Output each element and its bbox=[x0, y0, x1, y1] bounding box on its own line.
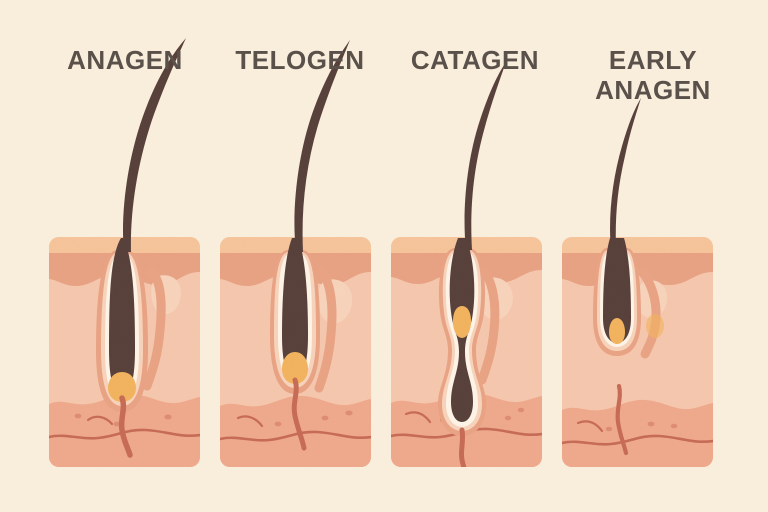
tissue-speckle bbox=[164, 414, 172, 420]
stage-label-catagen: CATAGEN bbox=[410, 45, 540, 75]
tissue-speckle bbox=[504, 415, 512, 421]
tissue-speckle bbox=[74, 413, 82, 419]
tissue-speckle bbox=[670, 423, 678, 429]
tissue-speckle bbox=[345, 410, 353, 416]
stage-label-telogen: TELOGEN bbox=[235, 45, 365, 75]
hypodermis-layer bbox=[562, 399, 713, 467]
tissue-speckle bbox=[274, 421, 282, 427]
stage-label-early-anagen: EARLY ANAGEN bbox=[595, 45, 711, 105]
dermal-papilla-forming bbox=[609, 318, 625, 344]
epidermis-outer-layer bbox=[562, 237, 713, 253]
tissue-speckle bbox=[321, 415, 329, 421]
stage-label-anagen: ANAGEN bbox=[67, 45, 183, 75]
tissue-speckle bbox=[605, 426, 613, 432]
tissue-speckle bbox=[647, 421, 655, 427]
bulge-stem-cell-marker bbox=[646, 314, 664, 338]
tissue-speckle bbox=[517, 407, 525, 413]
dermal-papilla-detached bbox=[453, 306, 471, 338]
